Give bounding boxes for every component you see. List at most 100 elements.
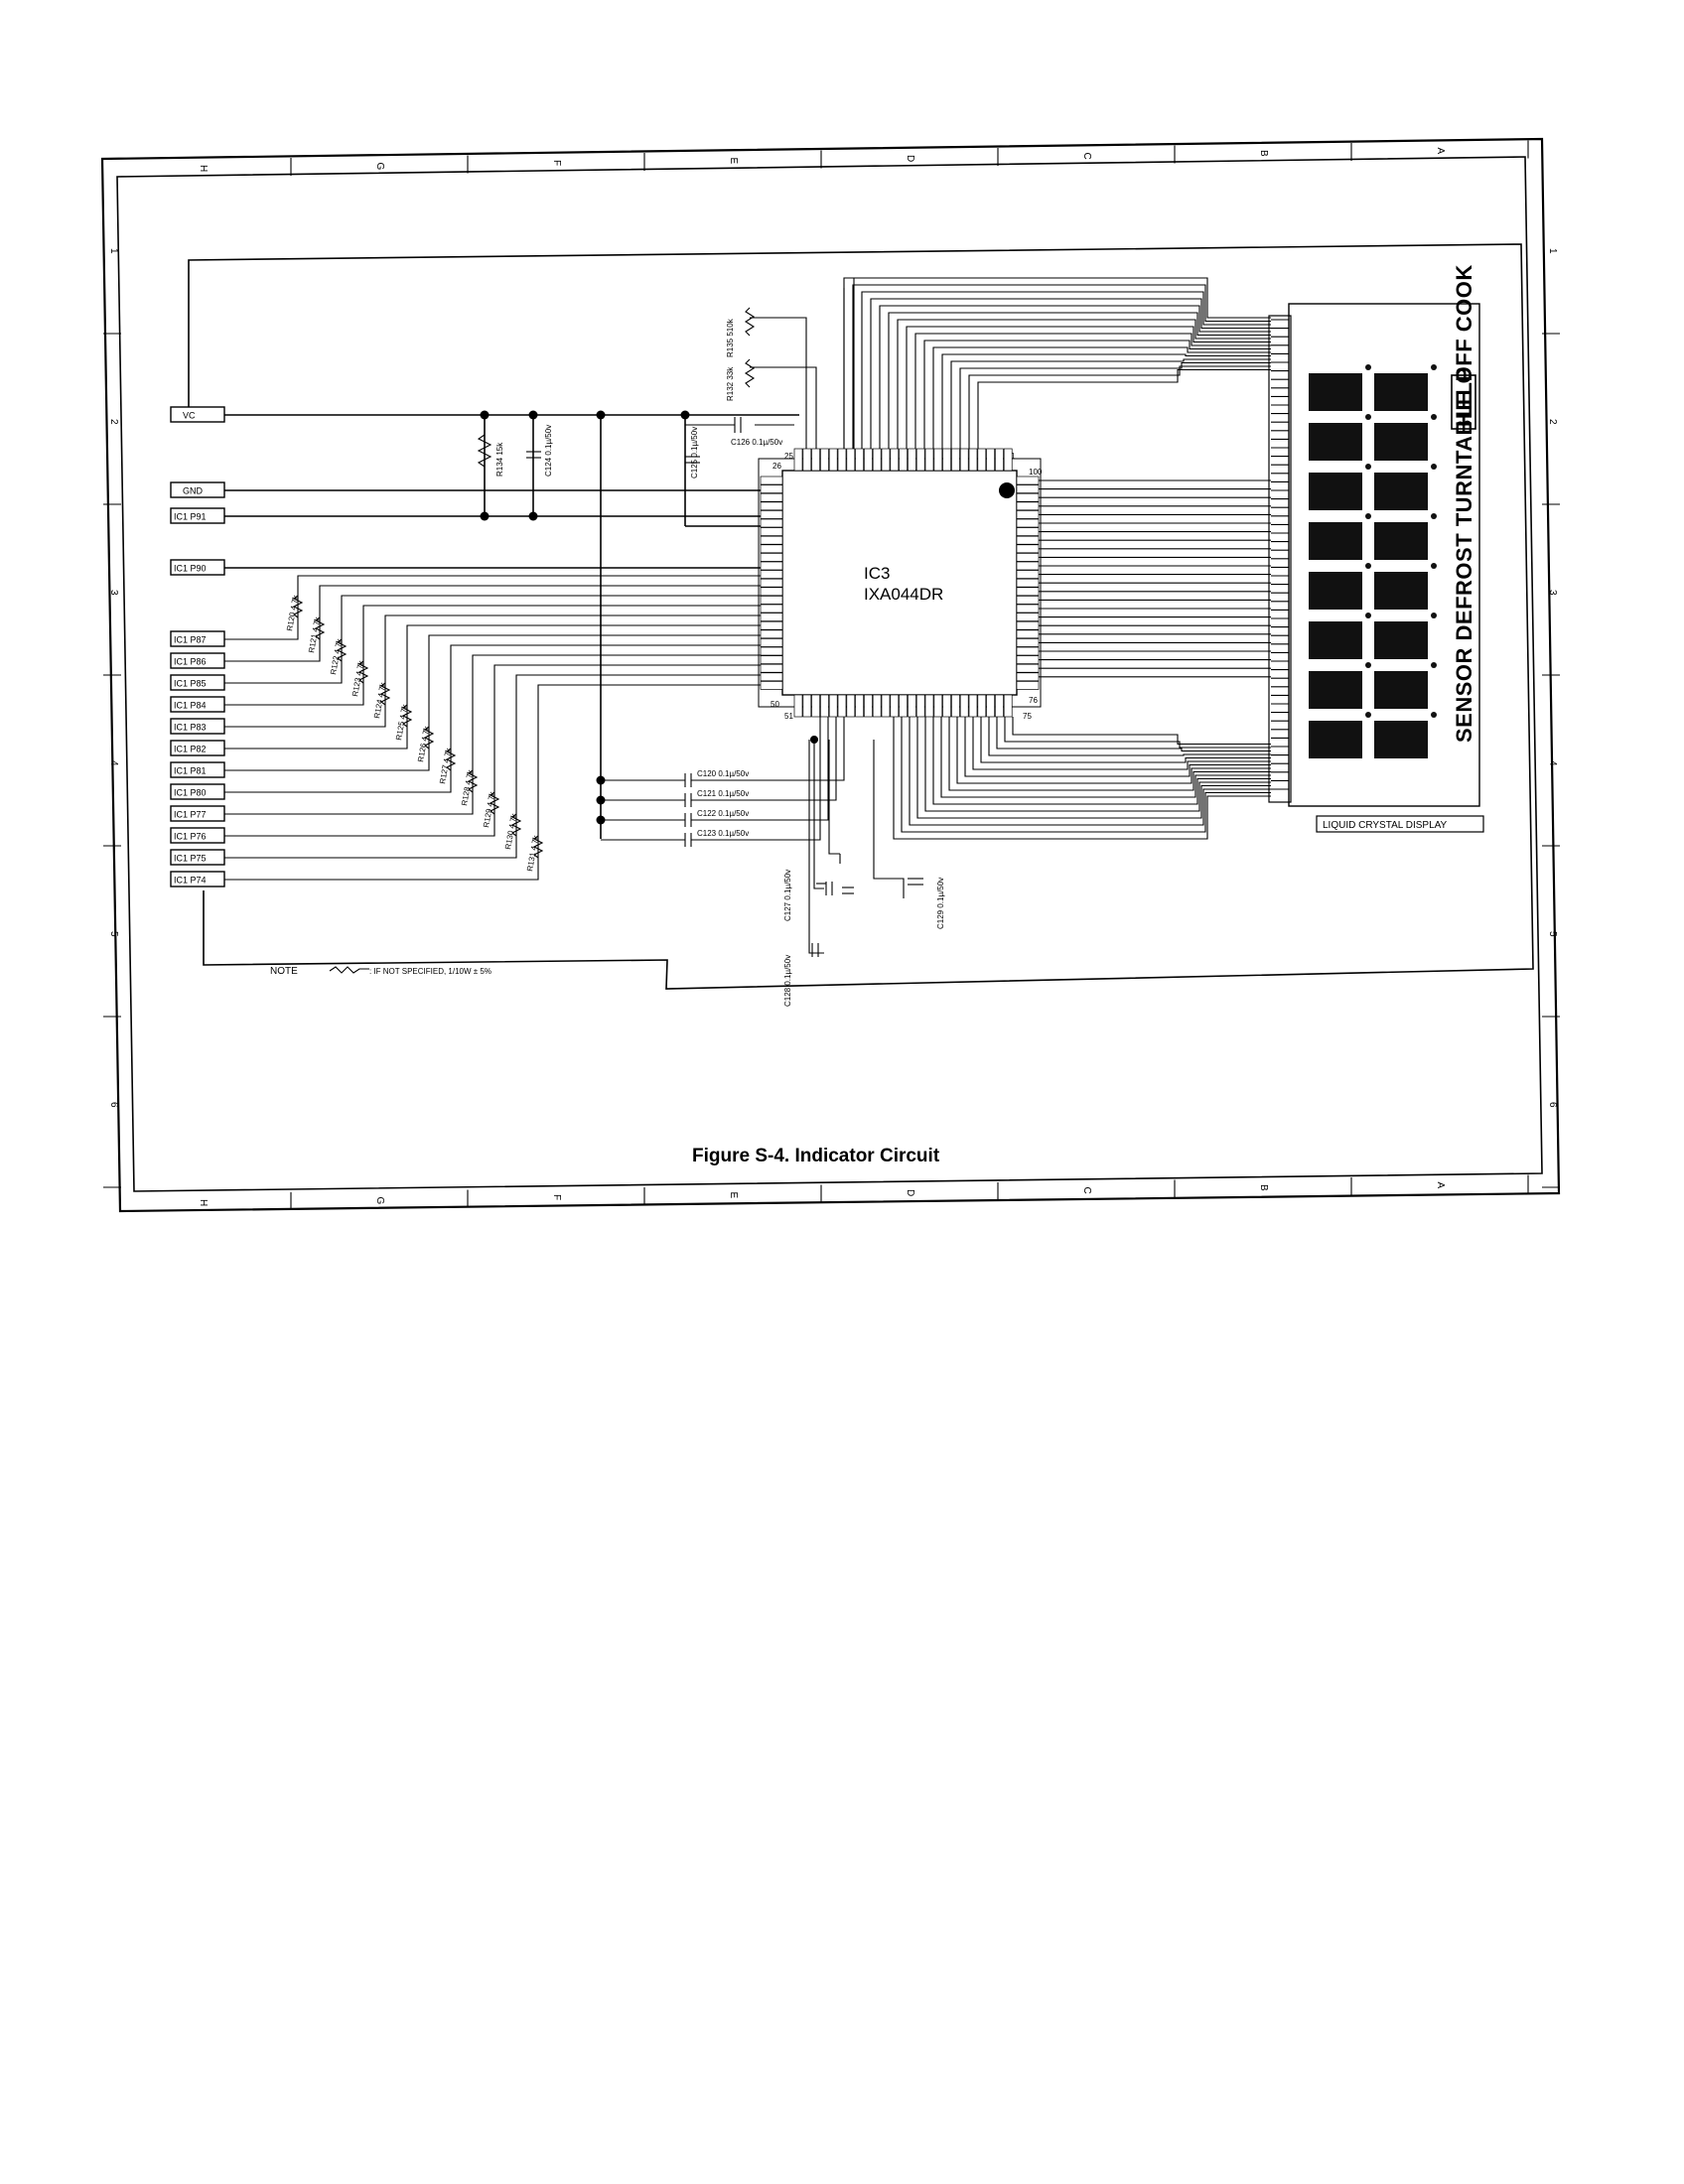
bus-loop-bottom	[893, 717, 1271, 840]
lcd-dot	[1365, 414, 1371, 420]
ic-pin	[811, 694, 820, 718]
connector-label: IC1 P90	[174, 564, 207, 574]
ic-pin	[1016, 681, 1040, 690]
lcd-digit-segment	[1374, 522, 1428, 560]
lcd-digit-segment	[1309, 522, 1362, 560]
connector-label: IC1 P77	[174, 810, 207, 820]
zone-letter-top-3: E	[728, 158, 739, 165]
lcd-digit-segment	[1309, 721, 1362, 758]
signal-wire	[224, 634, 782, 771]
bus-loop-bottom	[996, 717, 1271, 752]
ic-pin	[760, 604, 783, 614]
signal-wire	[224, 585, 782, 662]
bus-loop-bottom	[1012, 717, 1271, 746]
bus-loop-top	[959, 361, 1271, 449]
lcd-dot	[1365, 513, 1371, 519]
ic-pin	[890, 694, 900, 718]
bus-loop-top	[977, 368, 1271, 449]
ic-pin	[1003, 694, 1013, 718]
connector-label: IC1 P84	[174, 701, 207, 711]
ic-pin	[1003, 448, 1013, 472]
bus-loop-top	[914, 333, 1271, 449]
ic-pin	[760, 655, 783, 664]
ic-pin	[1016, 629, 1040, 639]
lcd-label: LIQUID CRYSTAL DISPLAY	[1323, 820, 1448, 831]
ic-pin	[802, 694, 812, 718]
zone-letter-top-1: G	[374, 163, 385, 171]
ic-pin	[760, 544, 783, 554]
ic-pin	[760, 476, 783, 485]
ic-pin	[1016, 510, 1040, 519]
connector-label: IC1 P83	[174, 723, 207, 733]
r132-label: R132 33k	[726, 366, 735, 401]
zone-row-right-2: 3	[1547, 590, 1558, 596]
ic-pin	[1016, 672, 1040, 682]
ic-pin	[760, 587, 783, 597]
ic-pin	[855, 694, 864, 718]
zone-row-right-3: 4	[1547, 760, 1558, 766]
ic-pin	[760, 510, 783, 519]
resistor-symbol	[357, 660, 369, 684]
ic-pin	[760, 527, 783, 536]
ic-pin	[820, 448, 829, 472]
lcd-dot	[1431, 464, 1437, 470]
pin-51: 51	[784, 712, 793, 721]
connector-label: GND	[183, 486, 204, 496]
ic-pin	[915, 694, 925, 718]
connector-label: IC1 P87	[174, 635, 207, 645]
zone-row-left-0: 1	[108, 248, 119, 254]
bus-loop-bottom	[1004, 717, 1271, 749]
resistor-symbol	[336, 638, 348, 662]
lcd-digit-segment	[1309, 423, 1362, 461]
bus-loop-top	[852, 284, 1271, 449]
lcd-digit-segment	[1309, 572, 1362, 610]
ic-pin	[995, 448, 1004, 472]
pin-50: 50	[771, 700, 779, 709]
ic-pin	[977, 694, 987, 718]
connector-label: IC1 P76	[174, 832, 207, 842]
ic-pin	[760, 535, 783, 545]
ic-pin	[1016, 646, 1040, 656]
bus-loop-bottom	[956, 717, 1271, 784]
bus-loop-bottom	[964, 717, 1271, 777]
ic-pin	[959, 448, 969, 472]
zone-letter-bot-0: H	[198, 1199, 209, 1206]
zone-row-right-4: 5	[1547, 931, 1558, 937]
signal-wire	[224, 644, 782, 793]
zone-letter-top-7: A	[1435, 148, 1446, 155]
bus-loop-bottom	[948, 717, 1271, 791]
ic-pin	[908, 694, 916, 718]
bus-loop-top	[923, 340, 1271, 449]
lcd-dot	[1365, 712, 1371, 718]
cap-label: C121 0.1µ/50v	[697, 789, 749, 798]
ic-pin	[760, 663, 783, 673]
ic-pin	[760, 553, 783, 562]
lcd-dot	[1431, 513, 1437, 519]
lcd-digit-segment	[1374, 423, 1428, 461]
bus-loop-bottom	[972, 717, 1271, 770]
ic-pin	[915, 448, 925, 472]
ic-pin	[837, 694, 847, 718]
ic-pin	[951, 448, 960, 472]
ic-pin	[1016, 484, 1040, 493]
signal-wire	[224, 624, 782, 750]
lcd-dot	[1431, 712, 1437, 718]
ic-pin	[760, 492, 783, 502]
ic-pin	[1016, 604, 1040, 614]
ic-lcd-bus	[843, 277, 1289, 840]
bus-loop-top	[888, 312, 1271, 449]
ic-pin	[1016, 596, 1040, 605]
signal-wire	[224, 575, 782, 640]
connector-box	[170, 559, 225, 576]
ic-pin	[924, 694, 934, 718]
zone-letter-top-5: C	[1081, 153, 1092, 160]
r135-label: R135 510k	[726, 318, 735, 357]
ic-pin	[846, 694, 856, 718]
cap-label: C120 0.1µ/50v	[697, 769, 749, 778]
ic-pin	[977, 448, 987, 472]
zone-row-left-2: 3	[108, 590, 119, 596]
ic-pin	[1016, 544, 1040, 554]
pin-26: 26	[772, 462, 781, 471]
